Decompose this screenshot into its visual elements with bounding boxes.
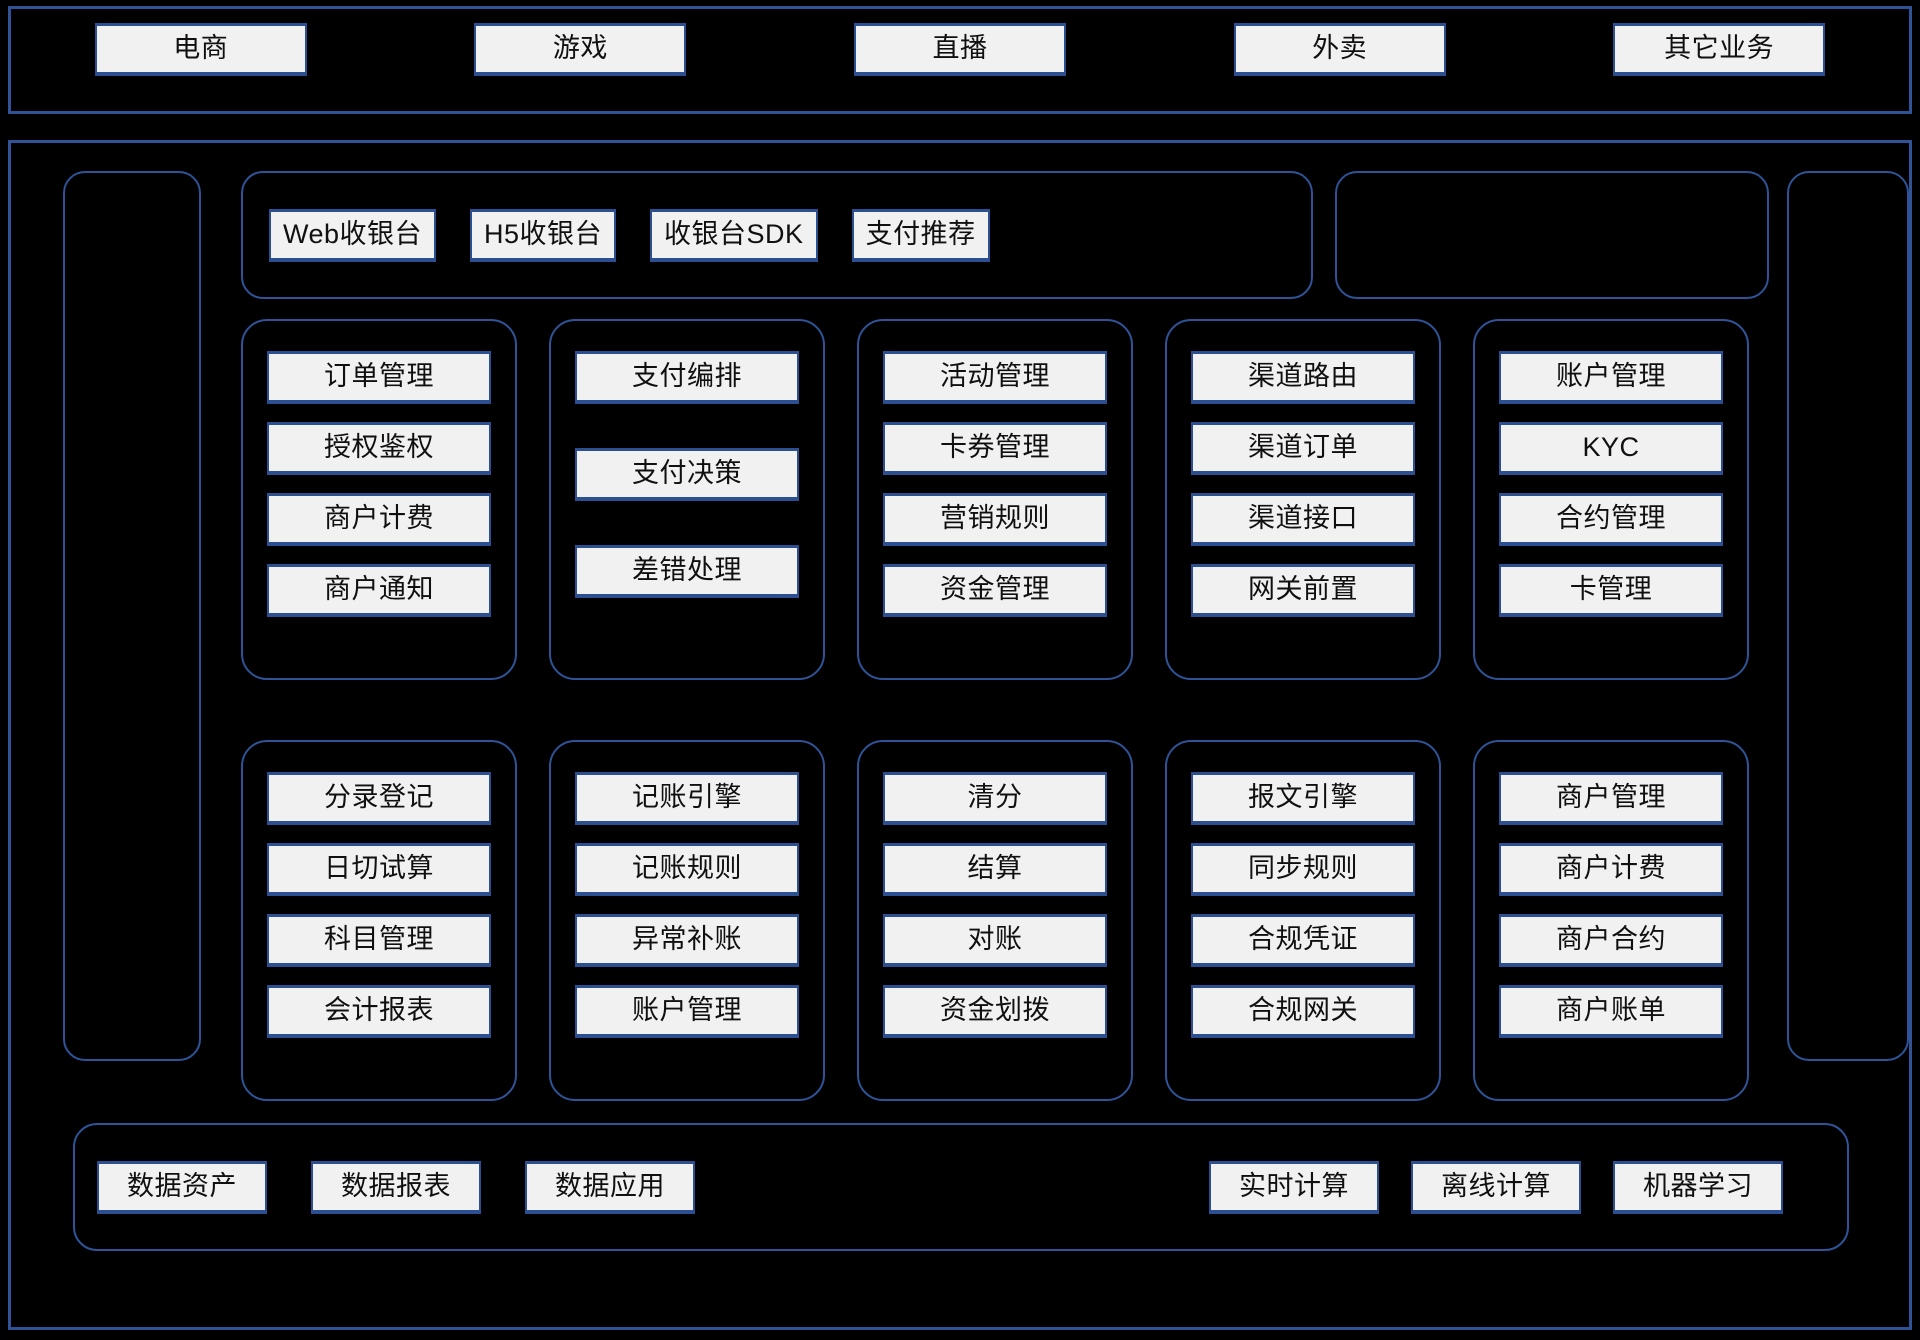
business-chip-other[interactable]: 其它业务 — [1613, 23, 1826, 76]
module-chip-account-management[interactable]: 账户管理 — [1499, 351, 1723, 404]
module-chip-merchant-fee[interactable]: 商户计费 — [1499, 843, 1723, 896]
module-row-lower: 分录登记 日切试算 科目管理 会计报表 记账引擎 记账规则 异常补账 账户管理 … — [241, 740, 1749, 1101]
access-layer-row: Web收银台 H5收银台 收银台SDK 支付推荐 — [241, 171, 1769, 299]
module-row-upper: 订单管理 授权鉴权 商户计费 商户通知 支付编排 支付决策 差错处理 活动管理 … — [241, 319, 1749, 680]
module-chip-compliance-gateway[interactable]: 合规网关 — [1191, 985, 1415, 1038]
module-chip-merchant-bill[interactable]: 商户账单 — [1499, 985, 1723, 1038]
business-line-band: 电商 游戏 直播 外卖 其它业务 — [8, 6, 1912, 114]
business-chip-livestream[interactable]: 直播 — [853, 23, 1066, 76]
module-chip-merchant-notify[interactable]: 商户通知 — [267, 564, 491, 617]
module-card-settlement-center: 清分 结算 对账 资金划拨 — [857, 740, 1133, 1101]
module-card-marketing-center: 活动管理 卡券管理 营销规则 资金管理 — [857, 319, 1133, 680]
module-chip-error-handling[interactable]: 差错处理 — [575, 545, 799, 598]
data-chip-realtime-compute[interactable]: 实时计算 — [1209, 1160, 1379, 1214]
business-slot: 游戏 — [391, 23, 771, 76]
right-rail-panel — [1787, 171, 1909, 1061]
module-card-ledger-center: 记账引擎 记账规则 异常补账 账户管理 — [549, 740, 825, 1101]
module-chip-contract-management[interactable]: 合约管理 — [1499, 493, 1723, 546]
module-chip-merchant-contract[interactable]: 商户合约 — [1499, 914, 1723, 967]
module-chip-card-management[interactable]: 卡管理 — [1499, 564, 1723, 617]
module-chip-order-management[interactable]: 订单管理 — [267, 351, 491, 404]
module-chip-ledger-account-management[interactable]: 账户管理 — [575, 985, 799, 1038]
module-chip-channel-interface[interactable]: 渠道接口 — [1191, 493, 1415, 546]
business-chip-ecommerce[interactable]: 电商 — [94, 23, 307, 76]
business-slot: 电商 — [11, 23, 391, 76]
access-chip-cashier-sdk[interactable]: 收银台SDK — [650, 208, 818, 262]
module-chip-subject-management[interactable]: 科目管理 — [267, 914, 491, 967]
module-chip-daily-cutoff-trial[interactable]: 日切试算 — [267, 843, 491, 896]
module-chip-sync-rules[interactable]: 同步规则 — [1191, 843, 1415, 896]
data-chip-machine-learning[interactable]: 机器学习 — [1613, 1160, 1783, 1214]
module-chip-fund-transfer[interactable]: 资金划拨 — [883, 985, 1107, 1038]
data-platform-right-group: 实时计算 离线计算 机器学习 — [1209, 1160, 1847, 1214]
module-chip-merchant-billing[interactable]: 商户计费 — [267, 493, 491, 546]
business-chip-game[interactable]: 游戏 — [474, 23, 687, 76]
module-chip-payment-orchestration[interactable]: 支付编排 — [575, 351, 799, 404]
data-platform-left-group: 数据资产 数据报表 数据应用 — [75, 1160, 695, 1214]
module-chip-payment-decision[interactable]: 支付决策 — [575, 448, 799, 501]
module-card-channel-center: 渠道路由 渠道订单 渠道接口 网关前置 — [1165, 319, 1441, 680]
module-chip-channel-routing[interactable]: 渠道路由 — [1191, 351, 1415, 404]
module-chip-compliance-voucher[interactable]: 合规凭证 — [1191, 914, 1415, 967]
module-chip-accounting-report[interactable]: 会计报表 — [267, 985, 491, 1038]
module-chip-bookkeeping-engine[interactable]: 记账引擎 — [575, 772, 799, 825]
module-chip-clearing[interactable]: 清分 — [883, 772, 1107, 825]
business-line-list: 电商 游戏 直播 外卖 其它业务 — [11, 9, 1909, 111]
module-chip-bookkeeping-rules[interactable]: 记账规则 — [575, 843, 799, 896]
left-rail-panel — [63, 171, 201, 1061]
module-card-account-center: 账户管理 KYC 合约管理 卡管理 — [1473, 319, 1749, 680]
access-side-panel — [1335, 171, 1769, 299]
module-chip-exception-repair[interactable]: 异常补账 — [575, 914, 799, 967]
module-chip-entry-registration[interactable]: 分录登记 — [267, 772, 491, 825]
module-card-trade-center: 订单管理 授权鉴权 商户计费 商户通知 — [241, 319, 517, 680]
module-chip-authorization[interactable]: 授权鉴权 — [267, 422, 491, 475]
data-chip-data-report[interactable]: 数据报表 — [311, 1160, 481, 1214]
module-chip-marketing-rules[interactable]: 营销规则 — [883, 493, 1107, 546]
data-chip-data-application[interactable]: 数据应用 — [525, 1160, 695, 1214]
module-chip-merchant-management[interactable]: 商户管理 — [1499, 772, 1723, 825]
access-layer-card: Web收银台 H5收银台 收银台SDK 支付推荐 — [241, 171, 1313, 299]
data-chip-offline-compute[interactable]: 离线计算 — [1411, 1160, 1581, 1214]
platform-frame: Web收银台 H5收银台 收银台SDK 支付推荐 订单管理 授权鉴权 商户计费 … — [8, 140, 1912, 1330]
module-grid: 订单管理 授权鉴权 商户计费 商户通知 支付编排 支付决策 差错处理 活动管理 … — [241, 319, 1749, 1101]
module-card-merchant-center: 商户管理 商户计费 商户合约 商户账单 — [1473, 740, 1749, 1101]
business-chip-takeout[interactable]: 外卖 — [1233, 23, 1446, 76]
module-chip-gateway-frontend[interactable]: 网关前置 — [1191, 564, 1415, 617]
module-chip-channel-order[interactable]: 渠道订单 — [1191, 422, 1415, 475]
data-chip-data-asset[interactable]: 数据资产 — [97, 1160, 267, 1214]
business-slot: 其它业务 — [1529, 23, 1909, 76]
module-card-payment-center: 支付编排 支付决策 差错处理 — [549, 319, 825, 680]
data-platform-band: 数据资产 数据报表 数据应用 实时计算 离线计算 机器学习 — [73, 1123, 1849, 1251]
module-chip-reconciliation[interactable]: 对账 — [883, 914, 1107, 967]
module-chip-fund-management[interactable]: 资金管理 — [883, 564, 1107, 617]
business-slot: 外卖 — [1150, 23, 1530, 76]
access-chip-payment-recommend[interactable]: 支付推荐 — [851, 208, 990, 262]
access-chip-web-cashier[interactable]: Web收银台 — [269, 208, 437, 262]
access-chip-h5-cashier[interactable]: H5收银台 — [470, 208, 617, 262]
module-chip-settlement[interactable]: 结算 — [883, 843, 1107, 896]
module-chip-kyc[interactable]: KYC — [1499, 422, 1723, 475]
module-chip-campaign-management[interactable]: 活动管理 — [883, 351, 1107, 404]
module-card-accounting-center: 分录登记 日切试算 科目管理 会计报表 — [241, 740, 517, 1101]
module-chip-coupon-management[interactable]: 卡券管理 — [883, 422, 1107, 475]
business-slot: 直播 — [770, 23, 1150, 76]
module-chip-message-engine[interactable]: 报文引擎 — [1191, 772, 1415, 825]
module-card-compliance-center: 报文引擎 同步规则 合规凭证 合规网关 — [1165, 740, 1441, 1101]
